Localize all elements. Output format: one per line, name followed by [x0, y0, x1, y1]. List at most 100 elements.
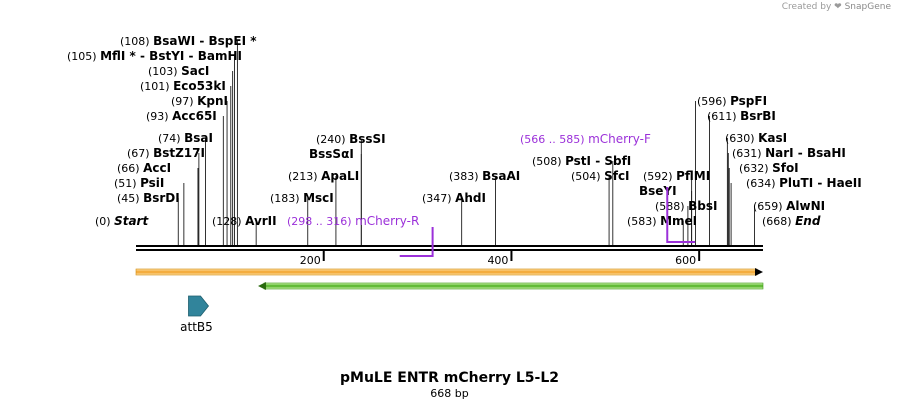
primer-range: (566 .. 585)	[520, 133, 588, 146]
site-name: NarI	[765, 146, 794, 160]
primer-mcherry-r-arrow	[399, 227, 434, 257]
site-name: BssSI	[349, 132, 386, 146]
site-name: PspFI	[730, 94, 767, 108]
site-position: (631)	[732, 147, 765, 160]
site-name: - BspEI *	[195, 34, 257, 48]
site-position: (659)	[753, 200, 786, 213]
site-label: (45) BsrDI	[117, 191, 180, 205]
map-size: 668 bp	[430, 387, 469, 400]
site-name: BsaAI	[482, 169, 520, 183]
site-label: (383) BsaAI	[449, 169, 520, 183]
site-position: (183)	[270, 192, 303, 205]
site-position: (103)	[148, 65, 181, 78]
sequence-map: 200 400 600 (108) BsaWI - BspEI *(105) Mfl…	[67, 34, 862, 334]
site-name: MscI	[303, 191, 334, 205]
site-name: AhdI	[455, 191, 486, 205]
site-name: - BamHI	[184, 49, 242, 63]
site-name: BstZ17I	[153, 146, 205, 160]
site-name: KasI	[758, 131, 787, 145]
site-name: PflMI	[676, 169, 710, 183]
site-name: SfcI	[604, 169, 629, 183]
map-title: pMuLE ENTR mCherry L5-L2	[339, 370, 560, 386]
site-position: (74)	[158, 132, 184, 145]
site-position: (347)	[422, 192, 455, 205]
site-label: (101) Eco53kI	[140, 79, 226, 93]
site-label: (97) KpnI	[171, 94, 228, 108]
site-label: (668) End	[762, 214, 821, 228]
site-label: BssSαI	[309, 147, 354, 161]
site-name: Eco53kI	[173, 79, 226, 93]
site-name: BsaWI	[153, 34, 195, 48]
ruler-tick-label: 200	[300, 254, 321, 267]
site-position: (611)	[707, 110, 740, 123]
primer-mcherry-f-arrow	[666, 187, 696, 243]
site-name: AlwNI	[786, 199, 825, 213]
site-label: (183) MscI	[270, 191, 334, 205]
site-position: (45)	[117, 192, 143, 205]
site-label: (67) BstZ17I	[127, 146, 205, 160]
site-name: Start	[114, 214, 149, 228]
site-label: (504) SfcI	[571, 169, 630, 183]
site-name: - BsaHI	[794, 146, 846, 160]
site-position: (105)	[67, 50, 100, 63]
credit: Created by ❤ SnapGene	[782, 2, 891, 12]
primer-label: (566 .. 585) mCherry-F	[520, 132, 651, 146]
site-label: (592) PflMI	[643, 169, 710, 183]
feature-attb5-arrow	[188, 295, 210, 317]
site-position: (93)	[146, 110, 172, 123]
site-position: (51)	[114, 177, 140, 190]
site-position: (668)	[762, 215, 795, 228]
site-position: (588)	[655, 200, 688, 213]
site-name: SfoI	[772, 161, 799, 175]
site-position: (383)	[449, 170, 482, 183]
site-name: BsaI	[184, 131, 213, 145]
backbone: 200 400 600	[136, 245, 763, 267]
site-name: AccI	[143, 161, 171, 175]
site-name: - SbfI	[591, 154, 631, 168]
site-label: (105) MflI * - BstYI - BamHI	[67, 49, 242, 63]
site-position: (596)	[697, 95, 730, 108]
site-label: (634) PluTI - HaeII	[746, 176, 862, 190]
ruler-tick-label: 600	[675, 254, 696, 267]
primer-range: (298 .. 316)	[287, 215, 355, 228]
site-position: (66)	[117, 162, 143, 175]
site-label: (108) BsaWI - BspEI *	[120, 34, 257, 48]
site-label: (103) SacI	[148, 64, 209, 78]
primer-name: mCherry-F	[588, 132, 651, 146]
site-name: ApaLI	[321, 169, 359, 183]
site-position: (632)	[739, 162, 772, 175]
orf-reverse	[263, 282, 764, 290]
site-label: (93) Acc65I	[146, 109, 217, 123]
site-name: - HaeII	[813, 176, 862, 190]
site-name: BsrBI	[740, 109, 776, 123]
site-name: PstI	[565, 154, 591, 168]
site-label: (74) BsaI	[158, 131, 213, 145]
site-label: (631) NarI - BsaHI	[732, 146, 846, 160]
site-position: (213)	[288, 170, 321, 183]
orf-forward	[135, 268, 758, 276]
site-name: MmeI	[660, 214, 697, 228]
features: attB5	[135, 268, 764, 334]
site-name: PluTI	[779, 176, 813, 190]
site-position: (101)	[140, 80, 173, 93]
site-label: (51) PsiI	[114, 176, 164, 190]
site-name: BbsI	[688, 199, 717, 213]
site-label: (632) SfoI	[739, 161, 799, 175]
site-label: (611) BsrBI	[707, 109, 776, 123]
primers: (298 .. 316) mCherry-R (566 .. 585) mCher…	[287, 132, 696, 257]
site-label: (0) Start	[95, 214, 149, 228]
site-label: (347) AhdI	[422, 191, 486, 205]
site-name: End	[795, 214, 821, 228]
site-position: (508)	[532, 155, 565, 168]
primer-name: mCherry-R	[355, 214, 419, 228]
credit-prefix: Created by	[781, 2, 832, 12]
site-label: (66) AccI	[117, 161, 171, 175]
site-name: PsiI	[140, 176, 164, 190]
orf-forward-arrowhead	[755, 268, 763, 276]
primer-label: (298 .. 316) mCherry-R	[287, 214, 419, 228]
site-label: (588) BbsI	[655, 199, 717, 213]
site-label: (659) AlwNI	[753, 199, 825, 213]
site-label: (128) AvrII	[212, 214, 277, 228]
ruler-tick-label: 400	[487, 254, 508, 267]
site-position: (0)	[95, 215, 114, 228]
